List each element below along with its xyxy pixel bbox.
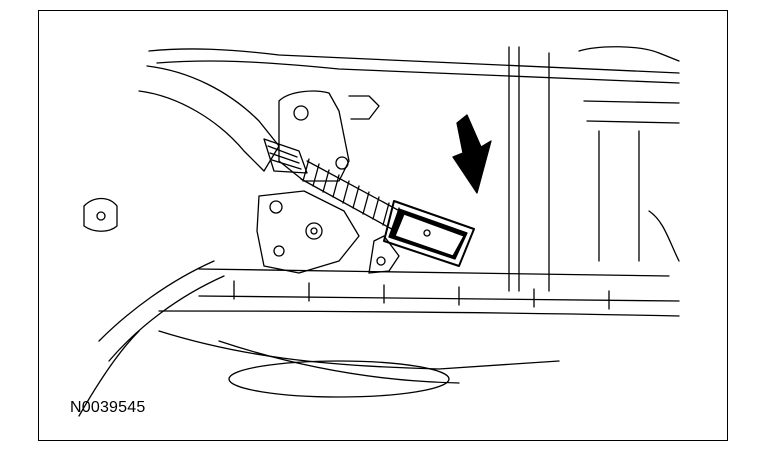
component-line-drawing	[78, 46, 680, 417]
upper-housing-lines	[148, 46, 680, 292]
left-clip	[83, 197, 118, 232]
illustration-frame: N0039545	[38, 10, 728, 441]
sensor-switch	[368, 200, 475, 274]
figure-reference-code: N0039545	[70, 399, 146, 416]
lower-floor-lines	[78, 260, 680, 417]
lower-bracket	[256, 190, 360, 274]
arrow-pointer-icon	[452, 114, 492, 194]
upper-bracket	[263, 90, 380, 182]
cable-spring	[300, 158, 410, 234]
harness-tube	[138, 65, 280, 172]
